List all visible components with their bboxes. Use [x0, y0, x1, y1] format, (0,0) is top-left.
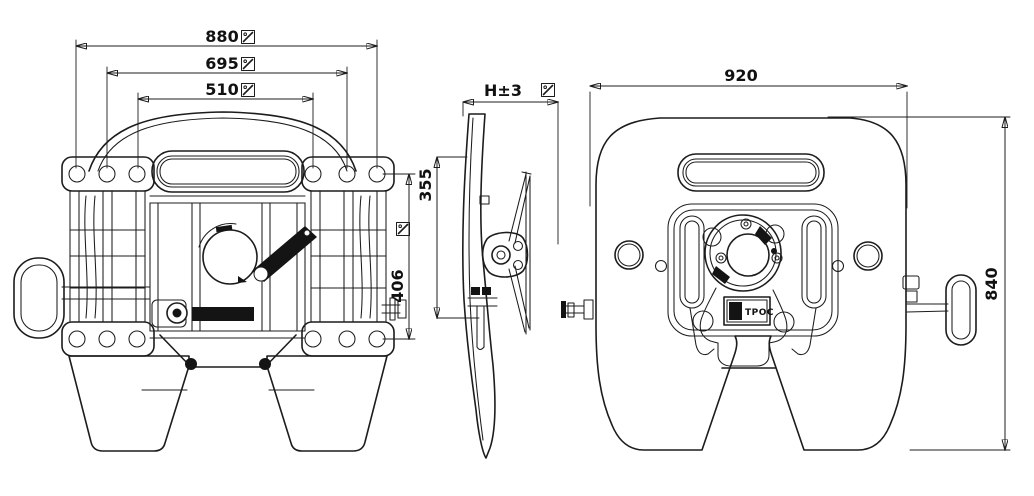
kingpin-bore [726, 233, 770, 277]
release-linkage [151, 299, 254, 328]
dim-880: 880 [75, 27, 377, 169]
brand-stamp: TPOC [723, 296, 774, 326]
release-handle [13, 257, 151, 339]
plate-outline [595, 117, 907, 451]
tow-handle [902, 274, 977, 346]
profile-notch [479, 195, 490, 205]
dim-840-label: 840 [982, 267, 1001, 300]
kingpin-hole [202, 229, 258, 285]
top-view: 920 840 [561, 66, 1011, 451]
handle-grip [13, 257, 65, 339]
pivot-bracket [481, 231, 529, 278]
dim-840: 840 [827, 116, 1011, 450]
plate-profile [462, 113, 496, 459]
support-arms [508, 171, 532, 335]
ramp-leg-right [266, 355, 388, 452]
clamp-pin [467, 287, 498, 351]
grease-fitting [561, 299, 594, 320]
dim-510: 510 [137, 80, 313, 169]
dim-920-label: 920 [724, 66, 757, 85]
top-slot [151, 150, 305, 193]
dim-406-label: 406 [388, 269, 407, 302]
dim-880-label: 880 [205, 27, 238, 46]
lock-frame [149, 195, 306, 339]
plate-inner-line [468, 117, 484, 441]
inspection-stamp-icon [396, 222, 410, 236]
mounting-bracket-left [61, 156, 155, 357]
front-view: 880 695 510 406 [13, 27, 416, 452]
body-arch-outer [88, 111, 357, 172]
ramp-leg-left [68, 355, 190, 452]
brand-stamp-label: TPOC [745, 308, 774, 318]
lock-bar [252, 226, 317, 282]
inspection-stamp-icon [241, 30, 255, 44]
dim-h3: H±3 [462, 81, 558, 245]
kingpin-lock [702, 214, 785, 292]
side-view: H±3 355 [416, 81, 558, 459]
inspection-stamp-icon [241, 57, 255, 71]
mounting-bracket-right [301, 156, 395, 357]
throat-vee [141, 334, 315, 391]
plate-holes [614, 240, 883, 273]
dim-406: 406 [382, 173, 416, 339]
dim-695-label: 695 [205, 54, 238, 73]
dim-920: 920 [589, 66, 907, 209]
dim-355: 355 [416, 156, 480, 318]
lock-body: TPOC [692, 287, 795, 367]
lock-housing-contour [667, 203, 839, 369]
side-bolt [381, 297, 407, 321]
dim-355-label: 355 [416, 168, 435, 201]
top-slot-plan [677, 153, 825, 192]
handle-grip [945, 274, 977, 346]
inspection-stamp-icon [241, 83, 255, 97]
body-arch-inner [97, 117, 348, 172]
dim-h3-label: H±3 [484, 81, 522, 100]
dim-695: 695 [106, 54, 347, 169]
inspection-stamp-icon [541, 83, 555, 97]
dim-510-label: 510 [205, 80, 238, 99]
